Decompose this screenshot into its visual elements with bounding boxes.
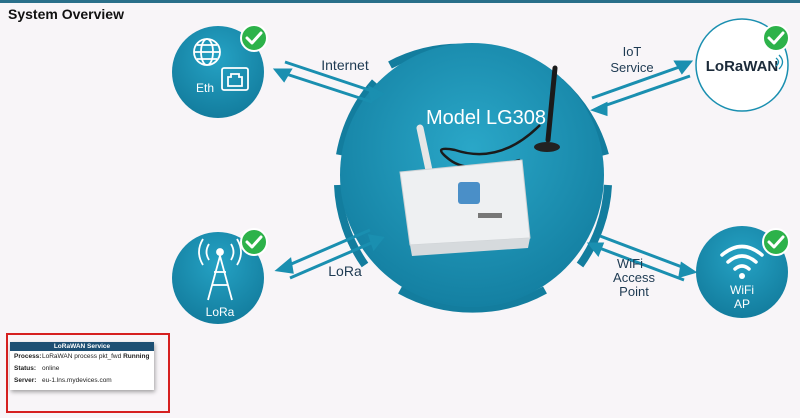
check-icon [762, 228, 790, 256]
service-process-state: Running [123, 353, 150, 360]
hub-model-label: Model LG308 [426, 107, 546, 129]
service-row-key: Status: [14, 365, 37, 372]
wifi-label-line2: AP [734, 297, 750, 311]
wifi-ap-node[interactable]: WiFi AP [696, 226, 790, 318]
service-row-status: Status: online [10, 363, 154, 375]
check-icon [240, 228, 268, 256]
service-row-key: Server: [14, 377, 37, 384]
link-label-iot-line1: IoT [623, 44, 642, 59]
link-label-wifi-line3: Point [619, 284, 649, 299]
service-row-value: LoRaWAN process pkt_fwd Running [42, 351, 149, 363]
page-title: System Overview [8, 6, 124, 22]
link-label-internet: Internet [321, 57, 369, 73]
service-card-header: LoRaWAN Service [10, 342, 154, 351]
globe-icon [193, 38, 221, 66]
gateway-device-image [399, 65, 560, 256]
wifi-icon [720, 244, 764, 271]
link-label-iot-line2: Service [610, 60, 653, 75]
service-process-text: LoRaWAN process pkt_fwd [42, 353, 122, 360]
service-status-value: online [42, 365, 60, 372]
lorawan-service-card: LoRaWAN Service Process: LoRaWAN process… [10, 342, 154, 390]
top-accent-line [0, 0, 800, 3]
link-label-lora: LoRa [328, 263, 362, 279]
eth-node[interactable]: Eth [172, 24, 268, 118]
service-row-process: Process: LoRaWAN process pkt_fwd Running [10, 351, 154, 363]
link-label-wifi-line2: Access [613, 270, 655, 285]
lora-node[interactable]: LoRa [172, 228, 268, 324]
ethernet-port-icon [221, 67, 249, 91]
eth-label: Eth [196, 81, 214, 95]
connector-arrows [272, 60, 698, 282]
service-row-key: Process: [14, 353, 42, 360]
lorawan-node[interactable]: LoRaWAN [695, 18, 790, 112]
check-icon [240, 24, 268, 52]
check-icon [762, 24, 790, 52]
radio-tower-icon [198, 238, 242, 301]
wifi-label-line1: WiFi [730, 283, 754, 297]
wifi-icon-dot [739, 273, 745, 279]
lora-label: LoRa [206, 305, 235, 319]
service-row-server: Server: eu-1.lns.mydevices.com [10, 375, 154, 387]
service-server-value: eu-1.lns.mydevices.com [42, 377, 112, 384]
lorawan-logo-wave-icon [775, 54, 784, 70]
link-label-wifi-line1: WiFi [617, 256, 643, 271]
lorawan-logo-text: LoRaWAN [706, 58, 779, 75]
